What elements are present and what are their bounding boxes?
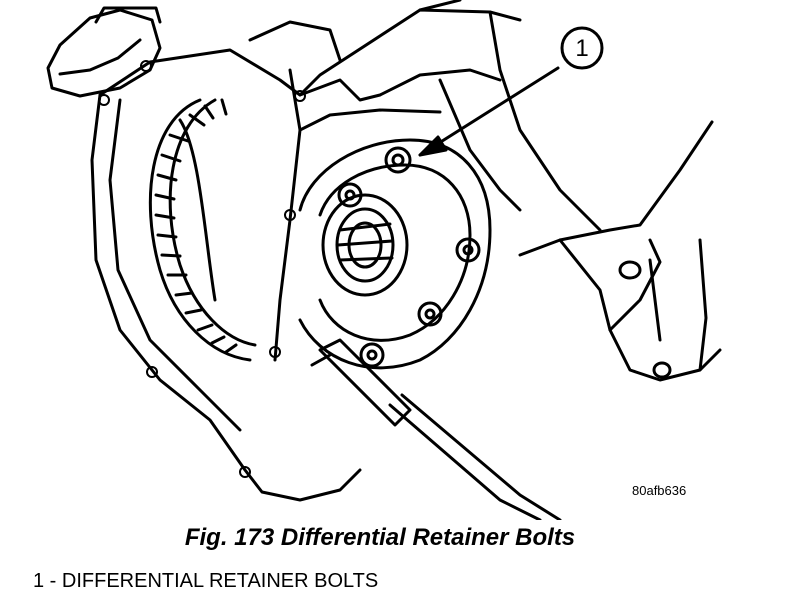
figure-caption-text: Fig. 173 Differential Retainer Bolts [184,524,576,551]
retainer-bolt [455,237,481,263]
retainer-bolts [337,146,481,368]
callout-number: 1 [575,35,588,62]
figure-caption: Fig. 173 Differential Retainer Bolts [0,524,800,552]
callout-leader [418,66,560,157]
figure-reference-code: 80afb636 [632,483,687,498]
transaxle-case [90,0,602,502]
retainer-bolt [359,342,385,368]
differential-retainer [298,138,492,370]
callout-circle [560,26,604,70]
bell-housing [518,120,722,382]
socket-tool [310,338,562,520]
retainer-bolt [337,182,363,208]
retainer-bolt [417,301,443,327]
case-bolt-holes [98,60,306,478]
figure-legend: 1 - DIFFERENTIAL RETAINER BOLTS [33,570,378,593]
transaxle-illustration: 1 [46,0,722,520]
retainer-bolt [384,146,412,174]
legend-item: 1 - DIFFERENTIAL RETAINER BOLTS [33,570,379,592]
ring-gear [148,98,257,362]
upper-flange [46,6,162,98]
